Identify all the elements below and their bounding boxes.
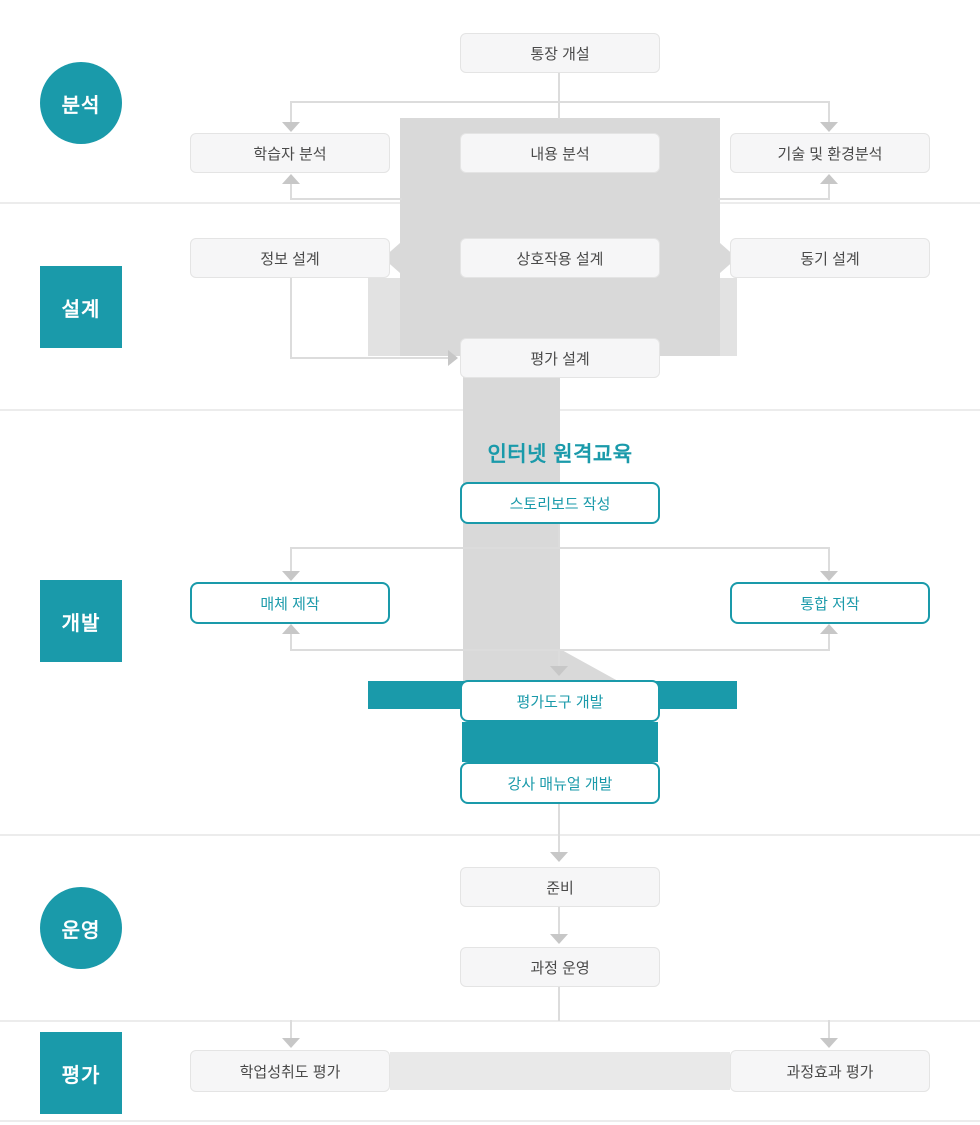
section-divider	[0, 1120, 980, 1122]
arrow-down-icon	[820, 1038, 838, 1048]
node-account-open: 통장 개설	[460, 33, 660, 73]
connector-line	[290, 1020, 292, 1038]
connector-line	[290, 357, 448, 359]
node-interaction-design: 상호작용 설계	[460, 238, 660, 278]
arrow-down-icon	[550, 934, 568, 944]
section-divider	[0, 1020, 980, 1022]
connector-line	[718, 198, 830, 200]
stage-label: 분석	[61, 94, 101, 117]
connector-line	[828, 184, 830, 200]
arrow-down-icon	[820, 571, 838, 581]
node-tech-env-analysis: 기술 및 환경분석	[730, 133, 930, 173]
node-integrated-authoring: 통합 저작	[730, 582, 930, 624]
stage-label: 설계	[61, 298, 101, 321]
arrow-down-icon	[550, 852, 568, 862]
connector-line	[558, 649, 560, 666]
connector-line	[290, 547, 292, 571]
connector-line	[558, 907, 560, 934]
node-evaluation-design: 평가 설계	[460, 338, 660, 378]
connector-line	[828, 1020, 830, 1038]
node-content-analysis: 내용 분석	[460, 133, 660, 173]
connector-line	[290, 101, 292, 122]
node-eval-tool-dev: 평가도구 개발	[460, 680, 660, 722]
node-course-effect-eval: 과정효과 평가	[730, 1050, 930, 1092]
connector-line	[558, 987, 560, 1021]
stage-badge-development: 개발	[40, 580, 122, 662]
connector-line	[558, 73, 560, 103]
section-divider	[0, 834, 980, 836]
stage-badge-analysis: 분석	[40, 62, 122, 144]
arrow-down-icon	[282, 571, 300, 581]
arrow-down-icon	[550, 666, 568, 676]
flow-column-arrow-tip	[560, 649, 618, 681]
node-instructor-manual-dev: 강사 매뉴얼 개발	[460, 762, 660, 804]
arrow-up-icon	[282, 624, 300, 634]
connector-line	[558, 101, 560, 119]
arrow-down-icon	[282, 1038, 300, 1048]
connector-line	[290, 634, 292, 651]
stage-label: 운영	[61, 919, 101, 942]
diagram-title: 인터넷 원격교육	[487, 443, 633, 466]
node-learner-analysis: 학습자 분석	[190, 133, 390, 173]
connector-line	[558, 804, 560, 852]
development-accent-block	[462, 722, 658, 762]
node-info-design: 정보 설계	[190, 238, 390, 278]
node-achievement-eval: 학업성취도 평가	[190, 1050, 390, 1092]
stage-label: 개발	[61, 612, 101, 635]
evaluation-band	[390, 1052, 730, 1090]
connector-line	[290, 184, 292, 200]
arrow-up-icon	[820, 624, 838, 634]
stage-label: 평가	[61, 1064, 101, 1087]
flow-shape-left-wing	[368, 278, 400, 356]
stage-badge-evaluation: 평가	[40, 1032, 122, 1114]
node-motivation-design: 동기 설계	[730, 238, 930, 278]
node-storyboard: 스토리보드 작성	[460, 482, 660, 524]
connector-line	[828, 101, 830, 122]
connector-line	[290, 547, 830, 549]
arrow-down-icon	[820, 122, 838, 132]
arrow-right-icon	[448, 350, 458, 366]
node-course-operation: 과정 운영	[460, 947, 660, 987]
connector-line	[290, 101, 830, 103]
connector-line	[290, 649, 830, 651]
stage-badge-operation: 운영	[40, 887, 122, 969]
node-media-production: 매체 제작	[190, 582, 390, 624]
arrow-down-icon	[282, 122, 300, 132]
arrow-up-icon	[820, 174, 838, 184]
node-preparation: 준비	[460, 867, 660, 907]
stage-badge-design: 설계	[40, 266, 122, 348]
connector-line	[290, 198, 402, 200]
flow-shape-right-wing	[720, 278, 737, 356]
arrow-up-icon	[282, 174, 300, 184]
connector-line	[290, 278, 292, 359]
connector-line	[558, 524, 560, 549]
connector-line	[828, 547, 830, 571]
connector-line	[828, 634, 830, 651]
